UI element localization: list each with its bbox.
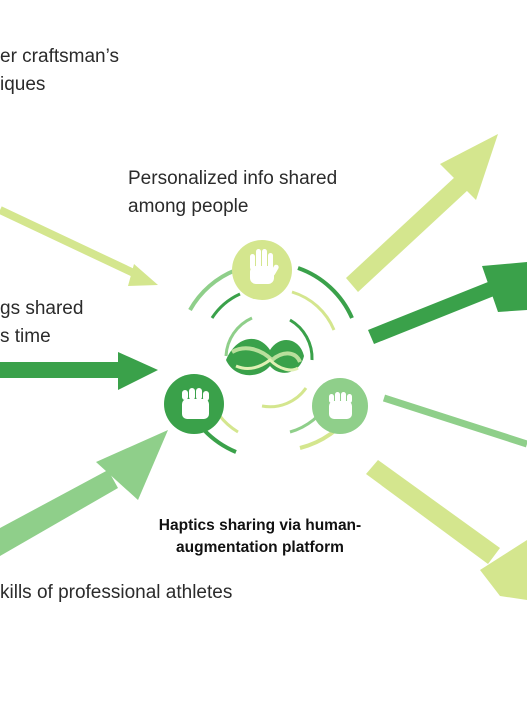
raised-fist-icon (182, 388, 209, 419)
label-platform-line2: augmentation platform (176, 539, 344, 556)
label-craftsman-line2: iques (0, 74, 46, 95)
label-feelings-line1: gs shared (0, 298, 84, 319)
arrow-outgoing-mid-right (368, 262, 527, 344)
arrow-incoming-bottom-left (0, 430, 168, 556)
fist-icon (329, 392, 352, 419)
label-platform-line1: Haptics sharing via human- (158, 517, 362, 534)
open-hand-icon (250, 249, 279, 284)
arrow-incoming-top-left (0, 206, 158, 286)
arrow-outgoing-right-thin (382, 394, 527, 448)
arrow-outgoing-bottom-right (366, 460, 527, 600)
label-personalized-line1: Personalized info shared (128, 168, 338, 189)
platform-logo-icon (226, 338, 304, 376)
arrow-incoming-mid-left (0, 352, 158, 390)
node-top (232, 240, 292, 300)
label-craftsman-line1: er craftsman’s (0, 46, 119, 67)
node-left (164, 374, 224, 434)
arrow-outgoing-top-right (346, 134, 498, 292)
label-athletes: kills of professional athletes (0, 582, 233, 603)
label-personalized-line2: among people (128, 196, 249, 217)
node-right (312, 378, 368, 434)
label-feelings-line2: s time (0, 326, 51, 347)
